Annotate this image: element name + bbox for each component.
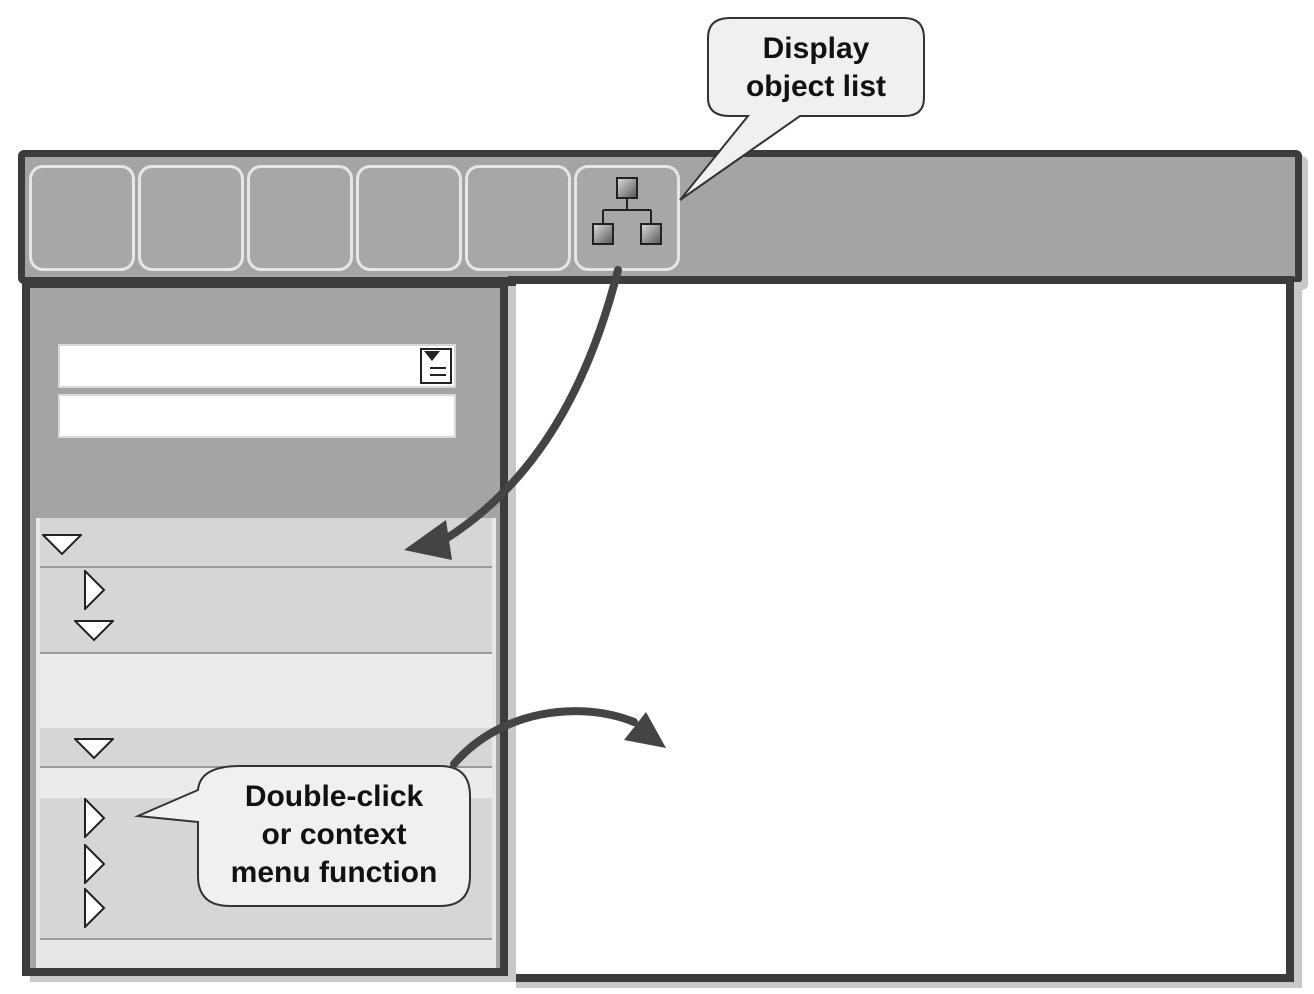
collapsed-triangle-icon[interactable] [84,888,106,928]
display-object-list-button[interactable] [574,165,680,271]
main-content-window [508,276,1294,982]
toolbar-button-2[interactable] [138,165,244,271]
toolbar [18,150,1302,284]
expanded-triangle-icon [74,738,114,760]
callout-line: Double-click [244,780,424,813]
arrow-to-main-head [624,712,666,748]
collapsed-triangle-icon[interactable] [84,798,106,838]
document-list-icon [420,348,452,384]
callout-line: Display [762,32,870,65]
callout-line: object list [745,70,887,103]
expanded-triangle-icon [42,534,82,556]
toolbar-button-1[interactable] [29,165,135,271]
collapsed-triangle-icon[interactable] [84,844,106,884]
tree-node-children [40,568,492,654]
double-click-callout: Double-click or context menu function [198,778,470,892]
object-type-select[interactable] [58,344,456,388]
expanded-triangle-icon[interactable] [74,620,114,642]
collapsed-triangle-icon[interactable] [84,570,106,610]
display-object-list-callout: Display object list [708,30,924,106]
display-object-list-callout-shape [679,17,925,201]
arrow-to-tree-head [404,520,452,560]
toolbar-button-3[interactable] [247,165,353,271]
callout-line: menu function [230,856,438,889]
tree-node-root[interactable] [40,518,492,568]
object-name-input[interactable] [58,394,456,438]
tree-empty-area [40,654,492,728]
double-click-callout-shape [134,765,471,907]
callout-line: or context [261,818,407,851]
toolbar-button-4[interactable] [356,165,462,271]
arrow-to-tree [440,266,622,544]
hierarchy-icon [592,177,662,245]
arrow-to-main [450,707,638,768]
toolbar-button-5[interactable] [465,165,571,271]
